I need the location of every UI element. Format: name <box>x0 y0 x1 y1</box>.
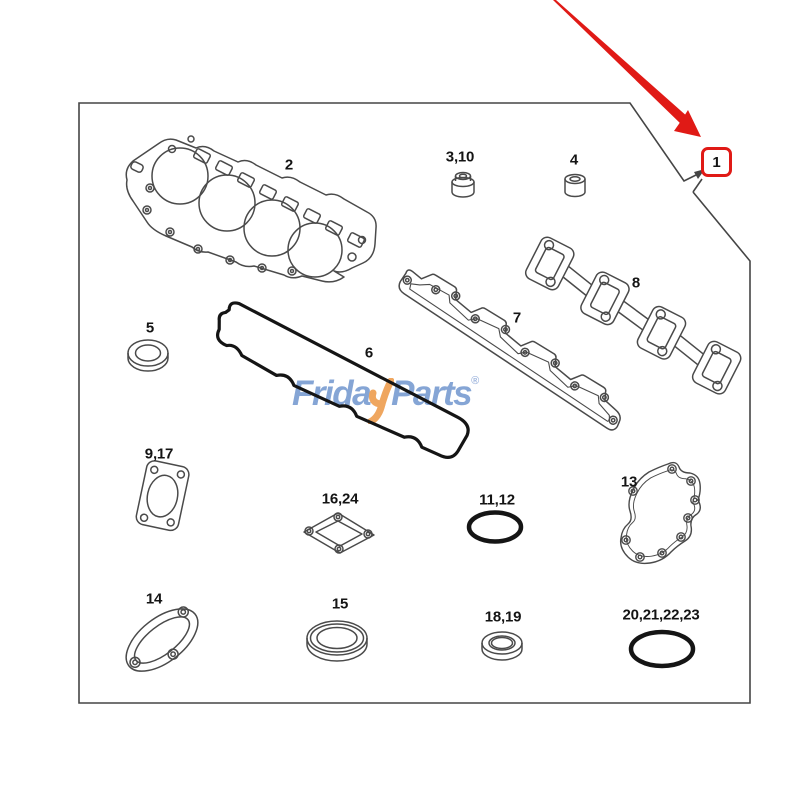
part-drawing-o-ring-large <box>466 510 524 544</box>
part-label-16-24: 16,24 <box>321 490 359 508</box>
part-drawing-valve-stem-seal <box>451 171 475 198</box>
part-label-11-12: 11,12 <box>479 491 515 509</box>
part-drawing-small-washer <box>481 631 523 661</box>
part-drawing-o-ring-set <box>628 629 696 669</box>
part-drawing-side-cover-gasket <box>125 606 199 672</box>
part-label-8: 8 <box>631 274 641 292</box>
watermark-y-swoosh-icon <box>368 378 395 424</box>
part-label-13: 13 <box>620 473 638 491</box>
part-label-4: 4 <box>569 151 579 169</box>
part-label-20-21-22-23: 20,21,22,23 <box>622 606 700 624</box>
part-label-5: 5 <box>145 319 155 337</box>
part-label-15: 15 <box>331 595 349 613</box>
part-drawing-cylinder-head-gasket <box>125 135 377 283</box>
bolt-holes <box>402 275 618 425</box>
part-label-3-10: 3,10 <box>445 148 475 166</box>
part-drawing-seal-cap <box>564 173 586 198</box>
callout-1-hotspot[interactable]: 1 <box>701 147 732 177</box>
part-label-18-19: 18,19 <box>484 608 522 626</box>
part-drawing-diamond-flange-gasket <box>303 512 375 554</box>
bolt-holes <box>621 464 700 562</box>
part-label-7: 7 <box>512 309 522 327</box>
watermark-text-left: Frida <box>292 374 372 413</box>
registered-trademark-icon: ® <box>471 375 480 387</box>
part-drawing-ring-seal <box>306 620 368 662</box>
part-label-6: 6 <box>364 344 374 362</box>
part-drawing-intake-manifold-gasket <box>398 269 621 431</box>
callout-1-number: 1 <box>712 153 721 171</box>
fridayparts-watermark: Frida Parts ® <box>292 374 480 424</box>
part-drawing-washer-seal <box>127 339 169 372</box>
part-label-14: 14 <box>145 590 163 608</box>
red-highlight-arrow <box>553 0 701 137</box>
part-drawing-square-port-gasket <box>135 460 190 532</box>
part-drawing-water-pump-gasket <box>619 461 701 565</box>
part-drawing-exhaust-manifold-gasket <box>524 236 742 395</box>
part-label-2: 2 <box>284 156 294 174</box>
part-drawing-valve-cover-gasket <box>216 301 470 459</box>
part-label-9-17: 9,17 <box>144 445 174 463</box>
